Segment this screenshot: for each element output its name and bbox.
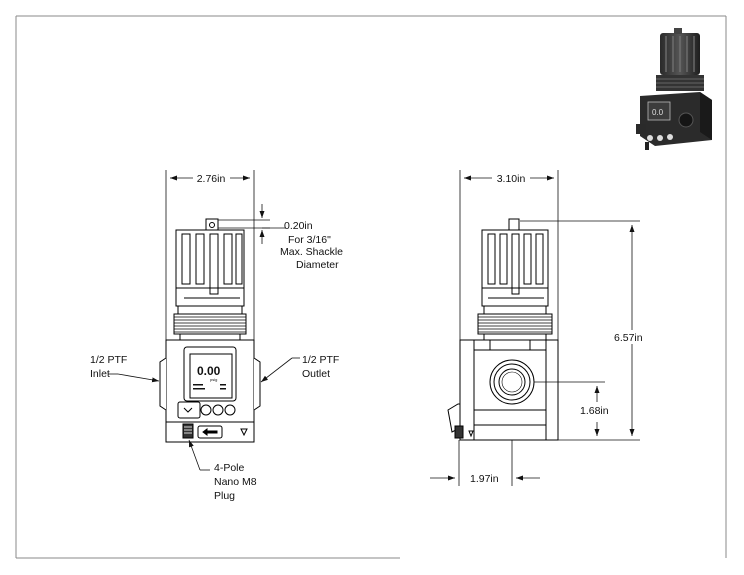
outlet-label-line-2: Outlet (302, 368, 330, 380)
outlet-label-line-1: 1/2 PTF (302, 354, 339, 366)
front-view (159, 218, 261, 443)
shackle-note-line-2: Max. Shackle (280, 246, 343, 258)
inlet-label-line-2: Inlet (90, 368, 110, 380)
shackle-note-line-1: For 3/16" (288, 234, 331, 246)
port-offset-dimension: 1.97in (470, 473, 499, 485)
lcd-value: 0.00 (197, 364, 221, 378)
isometric-render: 0.0 (636, 28, 712, 150)
shackle-note-line-3: Diameter (296, 259, 339, 271)
inlet-label-line-1: 1/2 PTF (90, 354, 127, 366)
side-width-dimension: 3.10in (497, 173, 526, 185)
svg-text:0.0: 0.0 (652, 108, 664, 117)
side-dimensions (430, 170, 640, 486)
lcd-unit: psig (210, 377, 217, 382)
plug-label-line-2: Nano M8 (214, 476, 257, 488)
plug-label-line-3: Plug (214, 490, 235, 502)
overall-height-dimension: 6.57in (614, 332, 643, 344)
lcd-fine-print (193, 384, 226, 390)
sheet-border (15, 15, 727, 559)
side-view (447, 218, 559, 441)
port-height-dimension: 1.68in (580, 405, 609, 417)
front-width-dimension: 2.76in (197, 173, 226, 185)
front-dimensions (108, 170, 300, 471)
shackle-dimension: 0.20in (284, 220, 313, 232)
plug-label-line-1: 4-Pole (214, 462, 245, 474)
